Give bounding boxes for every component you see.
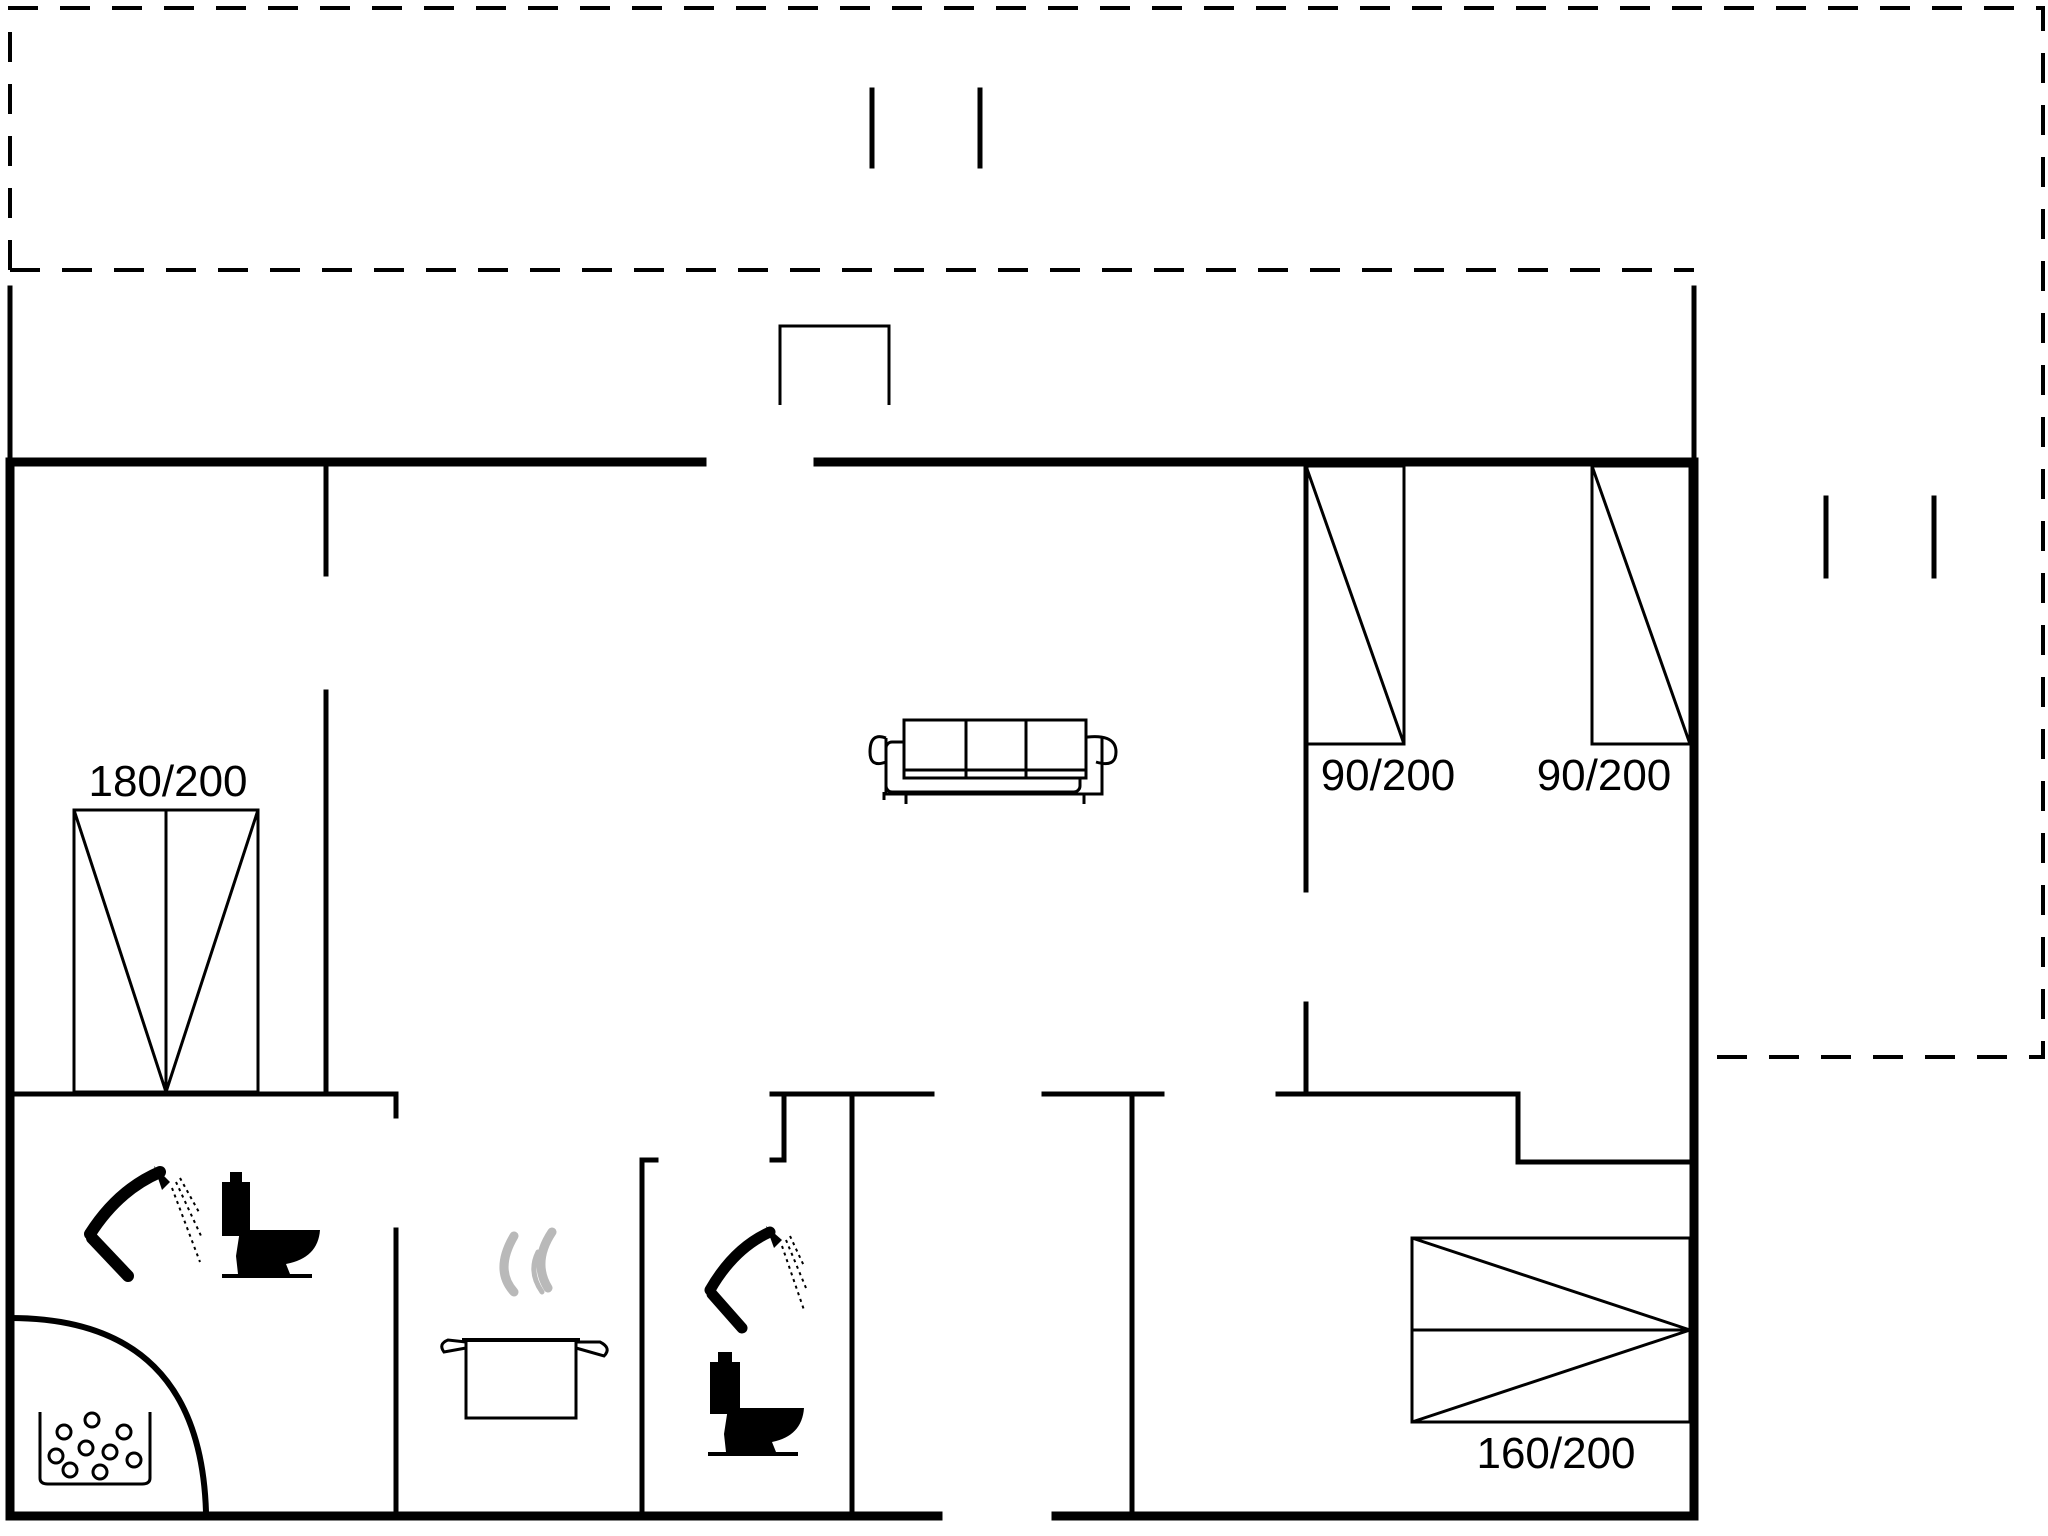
- bed-label-90-200-b: 90/200: [1537, 751, 1672, 800]
- sauna-icon: [9, 1315, 209, 1513]
- exterior-walls: [5, 457, 1699, 1521]
- shower-icon: [84, 1166, 203, 1282]
- bed-90-200-a: [1304, 464, 1406, 746]
- toilet-icon-2: [708, 1352, 804, 1456]
- shower-icon-2: [704, 1226, 807, 1334]
- porch: [7, 285, 1697, 463]
- bed-label-180-200: 180/200: [88, 757, 247, 806]
- sofa-icon: [868, 718, 1118, 804]
- cooking-pot-icon: [440, 1227, 609, 1420]
- bed-label-160-200: 160/200: [1476, 1429, 1635, 1478]
- interior-walls: [7, 463, 1693, 1515]
- toilet-icon: [222, 1172, 320, 1278]
- bed-160-200: [1410, 1236, 1692, 1424]
- bed-90-200-b: [1590, 464, 1692, 746]
- terrace-railings: [869, 87, 1937, 579]
- terrace-outline: [8, 6, 2045, 1059]
- bed-label-90-200-a: 90/200: [1321, 751, 1456, 800]
- bed-180-200: [72, 808, 260, 1094]
